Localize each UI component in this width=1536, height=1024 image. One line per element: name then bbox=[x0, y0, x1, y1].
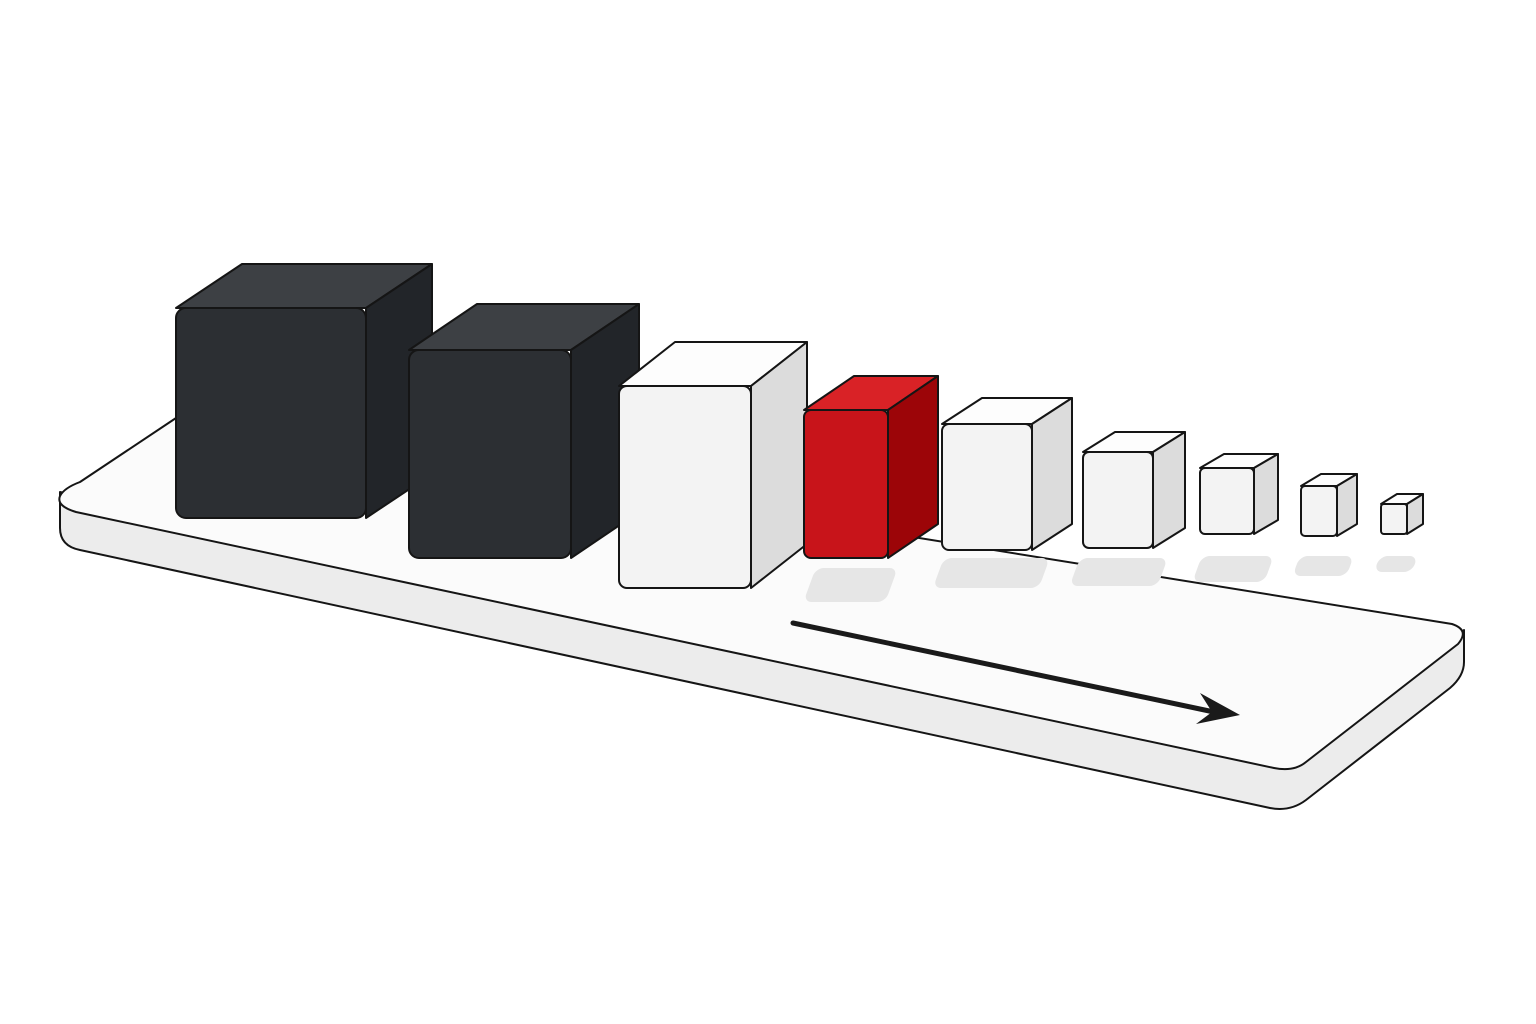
block-3 bbox=[618, 341, 808, 589]
block-3-front-face bbox=[618, 385, 752, 589]
block-5-side-face bbox=[1031, 397, 1073, 551]
block-6-side-face bbox=[1152, 431, 1186, 549]
block-4-front-face bbox=[803, 409, 889, 559]
block-4 bbox=[803, 375, 939, 559]
block-6 bbox=[1082, 431, 1186, 549]
block-4-shadow bbox=[805, 568, 896, 602]
block-7-side-face bbox=[1253, 453, 1279, 535]
direction-arrow bbox=[790, 620, 1240, 724]
block-7 bbox=[1199, 453, 1279, 535]
block-3-side-face bbox=[750, 341, 808, 589]
arrow-shaft bbox=[790, 620, 1217, 715]
block-5-front-face bbox=[941, 423, 1033, 551]
block-2 bbox=[408, 303, 640, 559]
block-8-front-face bbox=[1300, 485, 1338, 537]
block-9-front-face bbox=[1380, 503, 1408, 535]
block-8-side-face bbox=[1336, 473, 1358, 537]
block-8-shadow bbox=[1294, 556, 1352, 576]
block-6-shadow bbox=[1071, 558, 1166, 586]
block-7-front-face bbox=[1199, 467, 1255, 535]
block-9 bbox=[1380, 493, 1424, 535]
block-5 bbox=[941, 397, 1073, 551]
block-7-shadow bbox=[1194, 556, 1272, 582]
block-shadows bbox=[805, 556, 1416, 602]
block-8 bbox=[1300, 473, 1358, 537]
block-1-front-face bbox=[175, 307, 367, 519]
block-5-shadow bbox=[935, 558, 1048, 588]
block-1 bbox=[175, 263, 433, 519]
arrow-head-icon bbox=[1196, 693, 1240, 724]
block-9-shadow bbox=[1376, 556, 1416, 572]
blocks bbox=[175, 263, 1424, 589]
block-6-front-face bbox=[1082, 451, 1154, 549]
block-2-front-face bbox=[408, 349, 572, 559]
